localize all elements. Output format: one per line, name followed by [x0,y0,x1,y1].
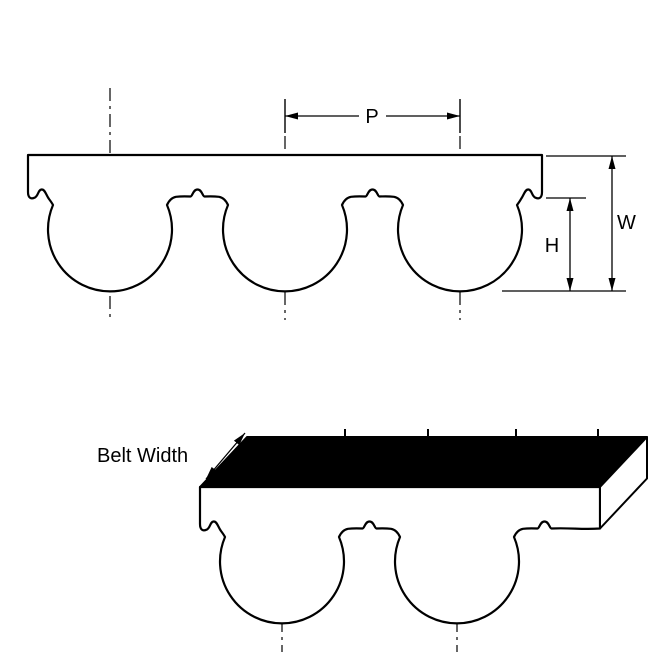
width-label: W [617,212,636,234]
belt-width-label: Belt Width [97,445,188,467]
pitch-dimension: P [284,99,461,133]
height-dimension: H [545,197,586,291]
belt-width-annotation: Belt Width [97,432,246,480]
belt-end-face [599,436,648,530]
height-label: H [545,235,559,257]
belt-front-profile [198,485,602,625]
pitch-label: P [365,106,378,128]
belt-width-arrow [205,432,246,480]
width-dimension: W [502,155,636,292]
far-edge-tooth-marks [344,429,599,438]
cross-section-view: P W H [26,88,636,320]
perspective-view: Belt Width [97,429,648,652]
belt-top-face [199,436,648,488]
belt-cross-section-outline [26,153,544,293]
